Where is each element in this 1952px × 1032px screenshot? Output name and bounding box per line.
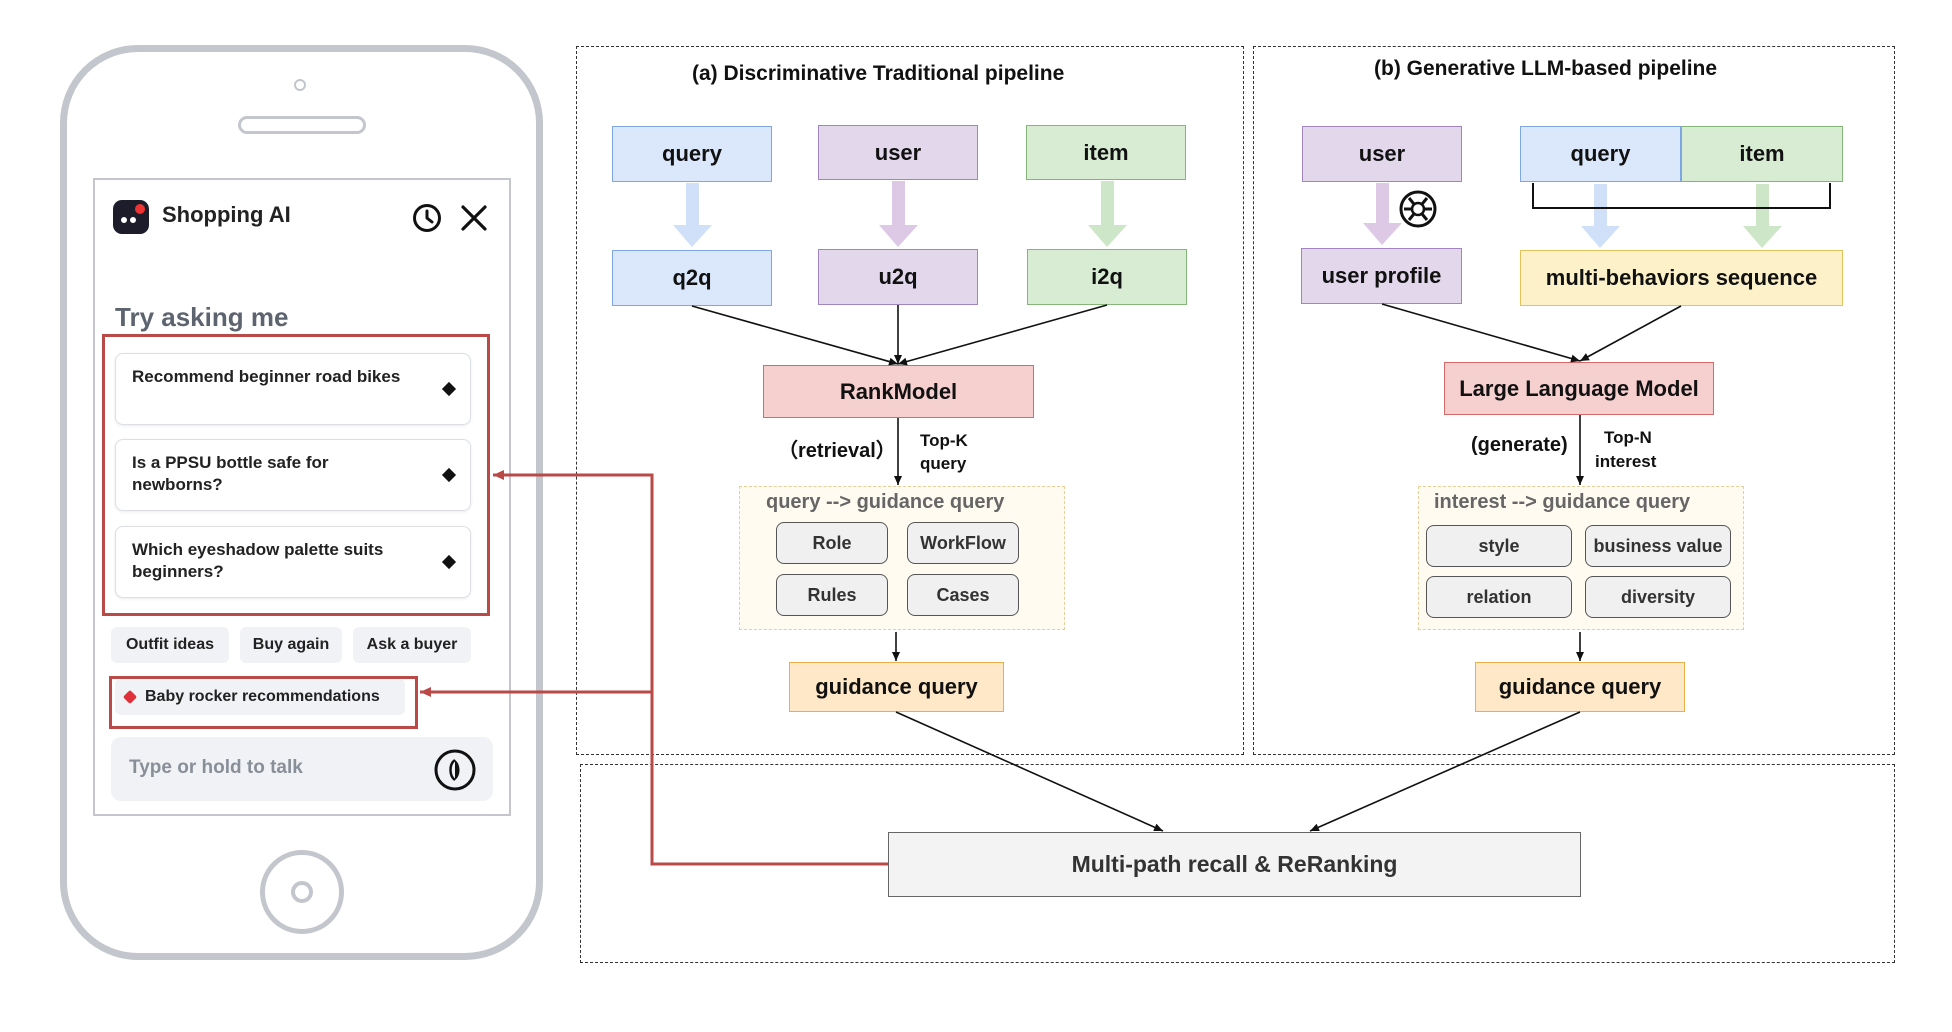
app-title: Shopping AI — [162, 202, 291, 227]
home-button-inner — [291, 881, 313, 903]
recall-frame — [580, 764, 1895, 963]
chip-business-value: business value — [1585, 525, 1731, 567]
right-pipeline-frame — [1253, 46, 1895, 755]
suggestion-card[interactable]: Is a PPSU bottle safe for newborns? — [115, 439, 471, 511]
suggestion-card[interactable]: Recommend beginner road bikes — [115, 353, 471, 425]
chip-rules: Rules — [776, 574, 888, 616]
i2q-node: i2q — [1027, 249, 1187, 305]
chip-style: style — [1426, 525, 1572, 567]
retrieval-label: （retrieval） — [778, 440, 896, 462]
rankmodel-node: RankModel — [763, 365, 1034, 418]
history-clock-icon[interactable] — [411, 202, 443, 234]
topk-label-line2: query — [920, 454, 967, 473]
app-logo — [113, 200, 149, 234]
pastel-arrow-right-query — [1581, 184, 1620, 248]
right-query-node: query — [1520, 126, 1681, 182]
left-pipeline-frame — [576, 46, 1244, 755]
camera-dot — [294, 79, 306, 91]
openai-logo-icon — [1399, 190, 1437, 228]
right-user-node: user — [1302, 126, 1462, 182]
multi-path-recall-node: Multi-path recall & ReRanking — [888, 832, 1581, 897]
speaker-slot — [238, 116, 366, 134]
right-guidance-title: interest --> guidance query — [1434, 491, 1691, 513]
user-profile-node: user profile — [1301, 248, 1462, 304]
suggestion-text: Is a PPSU bottle safe for newborns? — [132, 453, 329, 494]
pastel-arrow-right-item — [1743, 184, 1782, 248]
llm-node: Large Language Model — [1444, 362, 1714, 415]
topk-label-line1: Top-K — [920, 431, 968, 450]
right-pipeline-title: (b) Generative LLM-based pipeline — [1374, 57, 1718, 80]
chip-workflow: WorkFlow — [907, 522, 1019, 564]
close-icon[interactable] — [459, 203, 489, 233]
pill-highlight-frame — [109, 676, 418, 729]
generate-label: (generate) — [1471, 434, 1568, 456]
right-guidance-query-node: guidance query — [1475, 662, 1685, 712]
home-button[interactable] — [260, 850, 344, 934]
pill-outfit-ideas[interactable]: Outfit ideas — [111, 627, 229, 663]
chip-role: Role — [776, 522, 888, 564]
multi-behaviors-sequence-node: multi-behaviors sequence — [1520, 250, 1843, 306]
pill-label: Baby rocker recommendations — [145, 688, 380, 705]
item-node: item — [1026, 125, 1186, 180]
suggestions-highlight-frame — [102, 334, 490, 616]
left-guidance-title: query --> guidance query — [766, 491, 1005, 513]
pill-baby-rocker[interactable]: Baby rocker recommendations — [115, 679, 405, 715]
message-input-placeholder: Type or hold to talk — [129, 757, 303, 778]
chip-cases: Cases — [907, 574, 1019, 616]
try-asking-heading: Try asking me — [115, 302, 289, 332]
suggestion-text: Recommend beginner road bikes — [132, 367, 401, 386]
suggestion-card[interactable]: Which eyeshadow palette suits beginners? — [115, 526, 471, 598]
right-item-node: item — [1681, 126, 1843, 182]
pastel-arrow-right-user — [1363, 183, 1402, 245]
chip-relation: relation — [1426, 576, 1572, 618]
suggestion-text: Which eyeshadow palette suits beginners? — [132, 540, 384, 581]
pill-buy-again[interactable]: Buy again — [240, 627, 342, 663]
pill-ask-a-buyer[interactable]: Ask a buyer — [353, 627, 471, 663]
feedback-arrow-suggestions — [493, 470, 888, 866]
chip-diversity: diversity — [1585, 576, 1731, 618]
pastel-arrow-query — [673, 183, 712, 247]
topn-label-line1: Top-N — [1604, 428, 1652, 447]
topn-label-line2: interest — [1595, 452, 1657, 471]
q2q-node: q2q — [612, 250, 772, 306]
pastel-arrow-item — [1088, 181, 1127, 247]
u2q-node: u2q — [818, 249, 978, 305]
user-node: user — [818, 125, 978, 180]
left-pipeline-title: (a) Discriminative Traditional pipeline — [692, 62, 1065, 85]
pastel-arrow-user — [879, 181, 918, 247]
message-input-bar[interactable]: Type or hold to talk — [111, 737, 493, 801]
voice-icon[interactable] — [433, 748, 477, 792]
query-node: query — [612, 126, 772, 182]
query-item-bracket — [1532, 183, 1831, 209]
